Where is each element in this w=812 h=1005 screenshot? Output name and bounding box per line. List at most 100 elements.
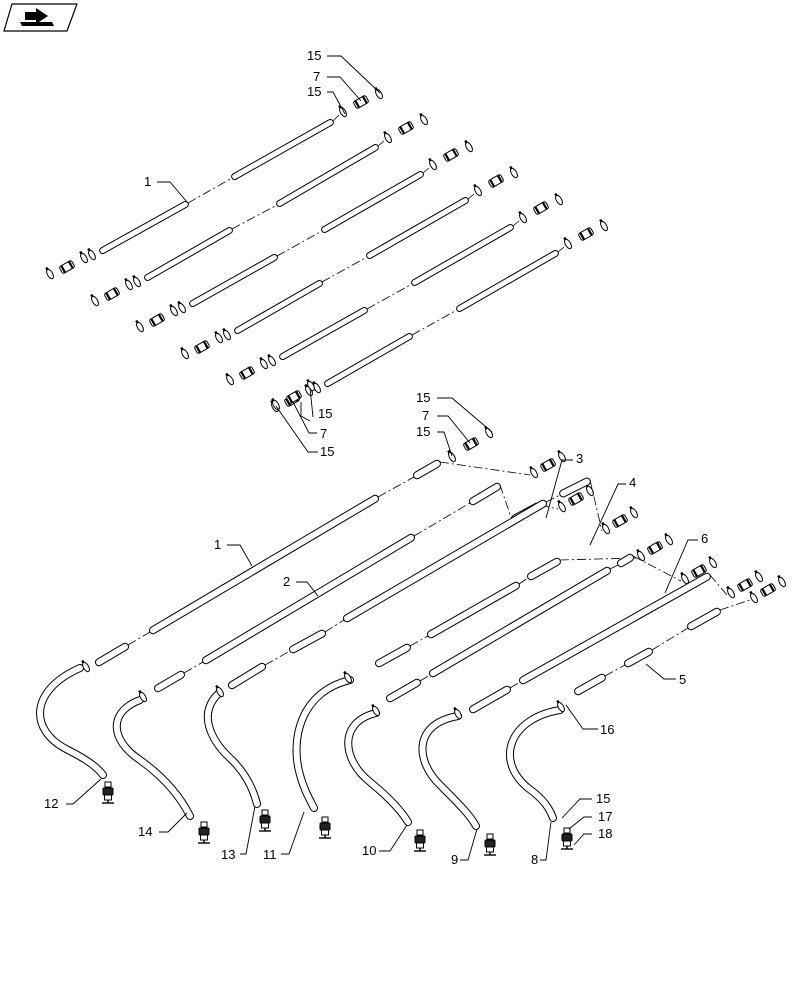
- hose-clamp: [79, 250, 88, 264]
- callout-label-1[interactable]: 1: [214, 537, 221, 552]
- callout-label-8[interactable]: 8: [531, 852, 538, 867]
- callout-label-13[interactable]: 13: [221, 847, 235, 862]
- spray-hose: [292, 676, 354, 812]
- tube-segment: [366, 196, 469, 260]
- tube-segment: [231, 118, 334, 181]
- hose-clamp: [124, 277, 133, 291]
- coupler: [578, 227, 594, 241]
- next-page-button[interactable]: [3, 3, 78, 32]
- tube-segment: [617, 553, 634, 568]
- callout-label-4[interactable]: 4: [629, 475, 636, 490]
- coupler: [568, 492, 584, 506]
- leader-line: [327, 55, 381, 94]
- center-line: [377, 476, 415, 498]
- hose-clamp: [726, 585, 735, 599]
- spray-hose: [203, 690, 261, 808]
- callout-label-9[interactable]: 9: [451, 852, 458, 867]
- leader-line: [437, 415, 471, 444]
- center-line: [264, 650, 291, 666]
- upper-tube-row: [45, 86, 383, 280]
- hose-clamp: [484, 425, 493, 439]
- tube-segment: [95, 642, 129, 667]
- callout-label-7[interactable]: 7: [422, 408, 429, 423]
- hose-clamp: [87, 247, 96, 261]
- hose-clamp: [135, 319, 144, 333]
- nozzle-fitting: [102, 781, 114, 804]
- callout-label-1[interactable]: 1: [144, 174, 151, 189]
- center-line: [422, 167, 430, 174]
- callout-label-18[interactable]: 18: [598, 826, 612, 841]
- callout-label-2[interactable]: 2: [283, 574, 290, 589]
- hose-clamp: [664, 532, 673, 546]
- center-line: [366, 283, 413, 310]
- nozzle-fitting: [319, 816, 331, 839]
- center-line: [589, 479, 603, 532]
- leader-line: [540, 821, 552, 861]
- callout-label-15[interactable]: 15: [596, 791, 610, 806]
- callout-label-16[interactable]: 16: [600, 722, 614, 737]
- hose-run: [112, 482, 594, 844]
- tube-segment: [574, 673, 606, 696]
- hose-clamp: [708, 555, 717, 569]
- tube-segment: [413, 459, 441, 480]
- nozzle-fitting: [561, 827, 573, 850]
- callout-label-12[interactable]: 12: [44, 796, 58, 811]
- tube-segment: [469, 482, 501, 506]
- tube-segment: [154, 670, 185, 693]
- hose-clamp: [754, 569, 763, 583]
- tube-segment: [227, 662, 267, 690]
- hose-clamp: [557, 449, 566, 463]
- hose-clamp: [180, 346, 189, 360]
- center-line: [413, 502, 471, 537]
- callout-label-3[interactable]: 3: [576, 451, 583, 466]
- tube-segment: [375, 643, 411, 668]
- tube-segment: [279, 306, 368, 361]
- hose-clamp: [383, 130, 392, 144]
- coupler: [737, 578, 753, 592]
- hose-clamp: [447, 449, 456, 463]
- callout-label-17[interactable]: 17: [598, 809, 612, 824]
- center-line: [512, 220, 520, 227]
- leader-line: [300, 402, 311, 422]
- callout-label-10[interactable]: 10: [362, 843, 376, 858]
- hose-clamp: [225, 372, 234, 386]
- tube-segment: [411, 223, 514, 287]
- callout-label-7[interactable]: 7: [313, 69, 320, 84]
- hose-clamp: [428, 157, 437, 171]
- callout-label-5[interactable]: 5: [679, 672, 686, 687]
- leader-line: [159, 812, 188, 833]
- hose-clamp: [464, 139, 473, 153]
- hose-clamp: [259, 356, 268, 370]
- nozzle-fitting: [259, 809, 271, 832]
- hose-clamp: [306, 378, 315, 392]
- callout-label-11[interactable]: 11: [263, 847, 277, 862]
- center-line: [604, 664, 626, 677]
- tube-segment: [519, 572, 711, 685]
- hose-run: [344, 553, 717, 852]
- center-line: [231, 204, 278, 230]
- coupler: [533, 201, 549, 215]
- callout-label-15[interactable]: 15: [307, 48, 321, 63]
- callout-label-7[interactable]: 7: [320, 426, 327, 441]
- upper-tube-row: [180, 165, 518, 360]
- callout-label-15[interactable]: 15: [320, 444, 334, 459]
- callout-label-14[interactable]: 14: [138, 824, 152, 839]
- upper-tube-row: [90, 112, 428, 307]
- leader-line: [227, 544, 253, 567]
- coupler: [104, 287, 120, 301]
- hose-clamp: [518, 210, 527, 224]
- callout-label-6[interactable]: 6: [701, 531, 708, 546]
- hose-clamp: [636, 548, 645, 562]
- callout-label-15[interactable]: 15: [318, 406, 332, 421]
- tube-segment: [99, 200, 189, 255]
- callout-label-15[interactable]: 15: [307, 84, 321, 99]
- hose-clamp: [90, 293, 99, 307]
- callout-label-15[interactable]: 15: [416, 424, 430, 439]
- hose-clamp: [557, 499, 566, 513]
- center-line: [332, 114, 340, 122]
- callout-label-15[interactable]: 15: [416, 390, 430, 405]
- hose-clamp: [81, 659, 90, 673]
- hose-clamp: [338, 104, 347, 118]
